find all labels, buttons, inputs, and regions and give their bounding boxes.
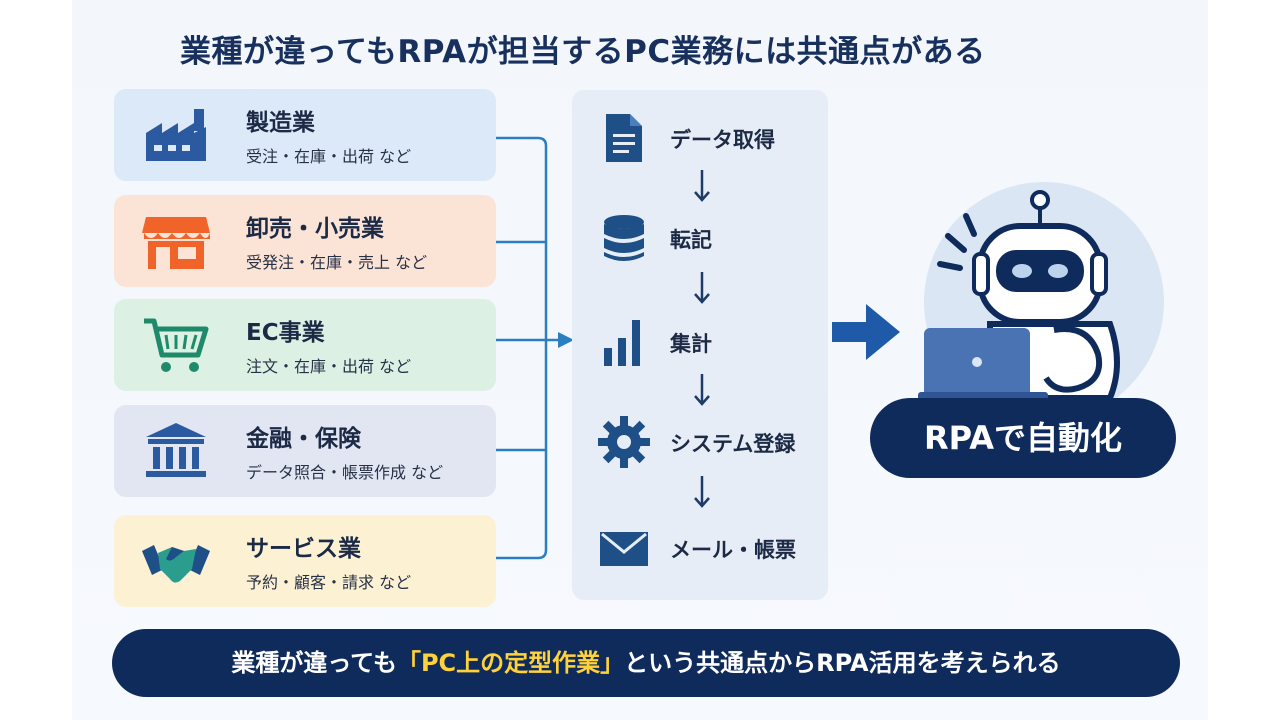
banner-highlight: 「PC上の定型作業」 [396, 649, 625, 677]
flow-step-label: 集計 [670, 332, 712, 356]
flow-step-label: 転記 [670, 228, 712, 252]
diagram-title: 業種が違ってもRPAが担当するPC業務には共通点がある [180, 34, 986, 70]
industry-card-ec: EC事業 注文・在庫・出荷 など [114, 299, 496, 391]
bank-icon [146, 423, 206, 477]
industry-name: 金融・保険 [246, 426, 361, 452]
flow-step-label: システム登録 [670, 432, 796, 456]
right-arrow-icon [832, 304, 900, 360]
industry-tasks: 予約・顧客・請求 など [246, 573, 412, 592]
flow-step-system-registration: システム登録 [596, 410, 836, 474]
flow-step-aggregation: 集計 [596, 310, 836, 374]
factory-icon [146, 109, 206, 161]
rpa-automation-label: RPAで自動化 [870, 398, 1176, 478]
envelope-icon [600, 532, 648, 566]
industry-name: 製造業 [246, 110, 315, 136]
industry-card-service: サービス業 予約・顧客・請求 など [114, 515, 496, 607]
industry-name: サービス業 [246, 536, 361, 562]
banner-text-after: という共通点からRPA活用を考えられる [624, 649, 1061, 677]
down-arrow [694, 476, 710, 508]
industry-tasks: データ照合・帳票作成 など [246, 463, 444, 482]
industry-tasks: 受注・在庫・出荷 など [246, 147, 412, 166]
industry-name: EC事業 [246, 320, 325, 346]
robot-illustration [918, 182, 1164, 422]
document-icon [606, 114, 642, 162]
summary-banner: 業種が違っても「PC上の定型作業」という共通点からRPA活用を考えられる [112, 629, 1180, 697]
flow-step-mail-forms: メール・帳票 [596, 516, 836, 580]
industry-tasks: 注文・在庫・出荷 など [246, 357, 412, 376]
cart-icon [144, 318, 209, 372]
industry-name: 卸売・小売業 [246, 216, 384, 242]
flow-step-label: データ取得 [670, 128, 775, 152]
industry-card-retail: 卸売・小売業 受発注・在庫・売上 など [114, 195, 496, 287]
industry-card-manufacturing: 製造業 受注・在庫・出荷 など [114, 89, 496, 181]
gear-icon [598, 416, 650, 468]
flow-step-data-acquisition: データ取得 [596, 106, 836, 170]
bar-chart-icon [604, 320, 640, 366]
handshake-icon [142, 545, 210, 583]
down-arrow [694, 170, 710, 202]
industry-tasks: 受発注・在庫・売上 など [246, 253, 428, 272]
down-arrow [694, 374, 710, 406]
store-icon [142, 217, 210, 269]
task-flow-panel [572, 90, 828, 600]
flow-step-label: メール・帳票 [670, 538, 796, 562]
database-icon [604, 215, 644, 261]
flow-step-transcription: 転記 [596, 206, 836, 270]
industry-card-finance: 金融・保険 データ照合・帳票作成 など [114, 405, 496, 497]
down-arrow [694, 272, 710, 304]
banner-text-before: 業種が違っても [231, 649, 397, 677]
